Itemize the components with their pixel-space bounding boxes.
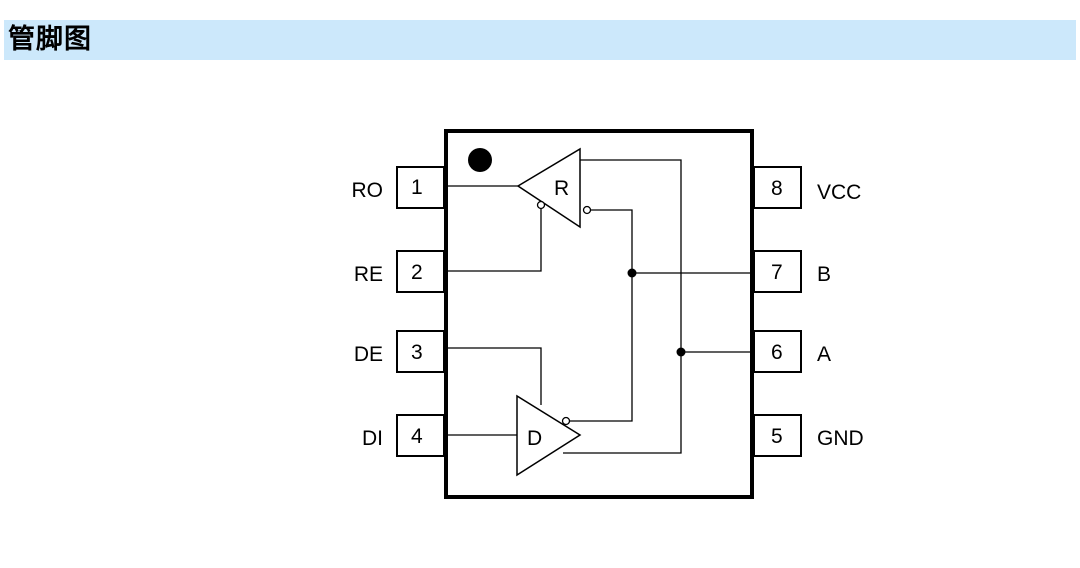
pin-5: 5 GND bbox=[753, 414, 864, 457]
title-bar: 管脚图 bbox=[4, 20, 1076, 60]
driver-inverting-bubble bbox=[561, 416, 571, 426]
receiver-enable-bubble bbox=[536, 200, 546, 210]
wire-b-loop bbox=[570, 209, 633, 422]
page-title: 管脚图 bbox=[8, 24, 92, 55]
pin-1-number: 1 bbox=[411, 176, 423, 199]
junction-b bbox=[627, 268, 637, 278]
pin-7-number: 7 bbox=[771, 261, 783, 284]
pin-2: 2 RE bbox=[354, 250, 445, 293]
junction-a bbox=[676, 347, 686, 357]
pin-6-name: A bbox=[817, 343, 831, 366]
pin1-indicator-dot bbox=[468, 148, 492, 172]
ic-body bbox=[444, 129, 754, 499]
pin-8: 8 VCC bbox=[753, 166, 861, 209]
pin-4: 4 DI bbox=[362, 414, 445, 457]
driver-label: D bbox=[527, 427, 542, 450]
pin-8-number: 8 bbox=[771, 177, 783, 200]
driver-gate: D bbox=[516, 394, 582, 477]
pin-1: 1 RO bbox=[352, 166, 445, 209]
wire-de bbox=[446, 347, 542, 405]
pin-3: 3 DE bbox=[354, 330, 445, 373]
pin-8-name: VCC bbox=[817, 181, 861, 204]
pin-1-name: RO bbox=[352, 179, 384, 202]
wires bbox=[446, 159, 754, 454]
pin-6-number: 6 bbox=[771, 341, 783, 364]
pin-5-number: 5 bbox=[771, 425, 783, 448]
receiver-label: R bbox=[554, 177, 569, 200]
receiver-gate: R bbox=[516, 147, 592, 229]
pin-6: 6 A bbox=[753, 330, 831, 373]
pin-5-name: GND bbox=[817, 427, 864, 450]
pin-2-name: RE bbox=[354, 263, 383, 286]
pin-7-name: B bbox=[817, 263, 831, 286]
pin-3-name: DE bbox=[354, 343, 383, 366]
pin-3-number: 3 bbox=[411, 341, 423, 364]
wire-re bbox=[446, 209, 542, 272]
pin-7: 7 B bbox=[753, 250, 831, 293]
pin-4-name: DI bbox=[362, 427, 383, 450]
pin-2-number: 2 bbox=[411, 261, 423, 284]
pin-4-number: 4 bbox=[411, 425, 423, 448]
receiver-inverting-bubble bbox=[582, 205, 592, 215]
wire-a-loop bbox=[563, 159, 682, 454]
